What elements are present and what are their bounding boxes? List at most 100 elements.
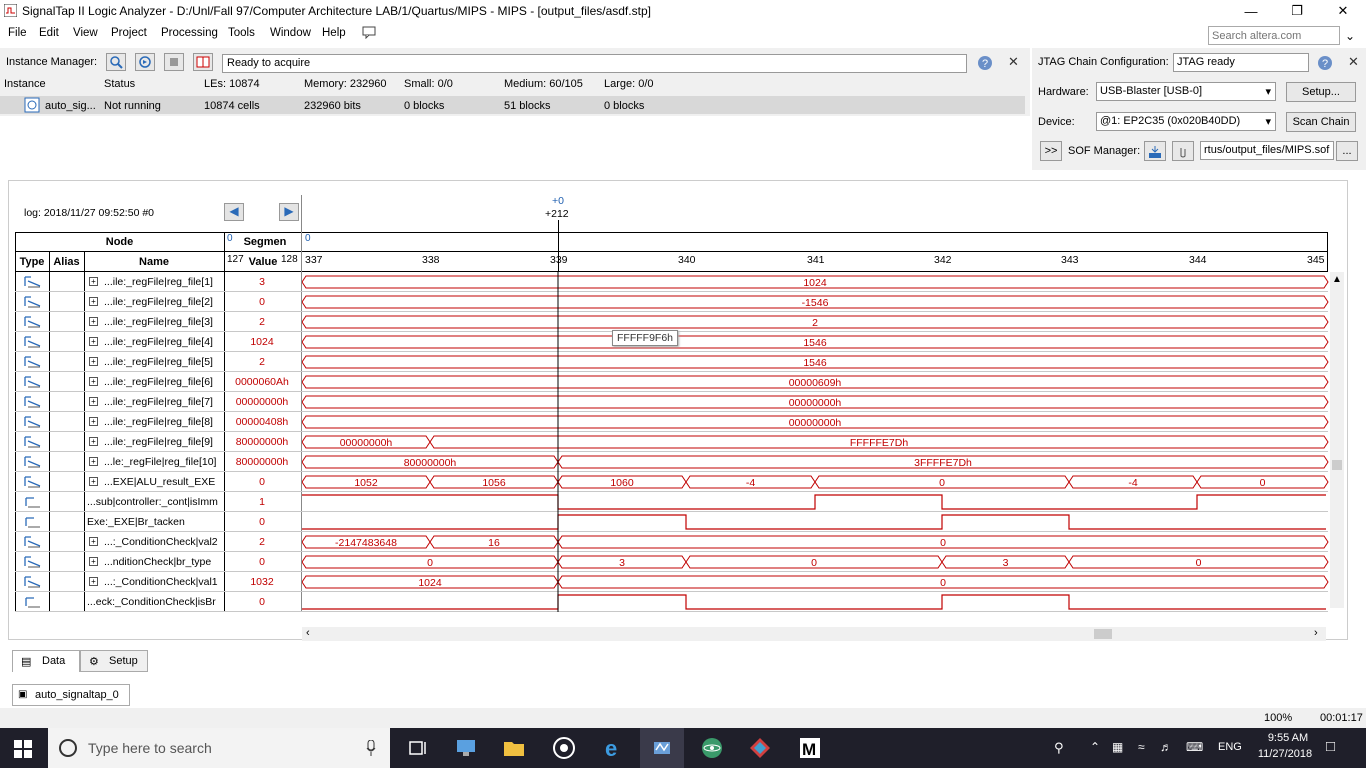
value-header[interactable]: Value <box>248 256 278 268</box>
instance-row[interactable] <box>0 96 1025 114</box>
horizontal-scroll-thumb[interactable] <box>1094 629 1112 639</box>
menu-project[interactable]: Project <box>111 27 147 39</box>
keyboard-icon[interactable]: ⌨ <box>1186 740 1204 754</box>
device-select[interactable]: @1: EP2C35 (0x020B40DD)▾ <box>1096 112 1276 131</box>
node-name[interactable]: ...ile:_regFile|reg_file[3] <box>104 316 213 328</box>
clock-time[interactable]: 9:55 AM <box>1267 732 1309 744</box>
expand-node-icon[interactable]: + <box>89 397 98 406</box>
minimize-button[interactable]: — <box>1244 3 1258 19</box>
node-name[interactable]: ...ile:_regFile|reg_file[8] <box>104 416 213 428</box>
digital-waveform[interactable] <box>302 594 1326 610</box>
bus-segment[interactable] <box>1196 475 1329 489</box>
expand-node-icon[interactable]: + <box>89 417 98 426</box>
file-explorer-icon[interactable] <box>502 736 526 760</box>
bus-segment[interactable] <box>302 355 1329 369</box>
vertical-scroll-thumb[interactable] <box>1332 460 1342 470</box>
col-instance[interactable]: Instance <box>4 78 46 90</box>
scroll-up-icon[interactable]: ▲ <box>1332 274 1342 285</box>
taskbar-search-box[interactable]: Type here to search <box>48 728 390 768</box>
expand-node-icon[interactable]: + <box>89 357 98 366</box>
scan-chain-button[interactable]: Scan Chain <box>1286 112 1356 132</box>
menu-tools[interactable]: Tools <box>228 27 255 39</box>
horizontal-scrollbar[interactable]: ‹ › <box>302 627 1326 641</box>
expand-node-icon[interactable]: + <box>89 377 98 386</box>
type-header[interactable]: Type <box>19 256 45 268</box>
node-name[interactable]: ...ile:_regFile|reg_file[9] <box>104 436 213 448</box>
menu-edit[interactable]: Edit <box>39 27 59 39</box>
read-data-button[interactable] <box>193 53 213 71</box>
next-log-button[interactable]: ▶ <box>279 203 299 221</box>
expand-node-icon[interactable]: + <box>89 337 98 346</box>
expand-node-icon[interactable]: + <box>89 317 98 326</box>
expand-node-icon[interactable]: + <box>89 477 98 486</box>
expand-node-icon[interactable]: + <box>89 297 98 306</box>
bus-segment[interactable] <box>557 455 1329 469</box>
edge-icon[interactable]: e <box>602 736 626 760</box>
alias-header[interactable]: Alias <box>53 256 80 268</box>
menu-file[interactable]: File <box>8 27 27 39</box>
node-name[interactable]: ...eck:_ConditionCheck|isBr <box>87 596 216 608</box>
waveform-canvas[interactable]: 1024-154621546154600000609h00000000h0000… <box>302 272 1330 612</box>
menu-view[interactable]: View <box>73 27 98 39</box>
instance-tab[interactable]: ▣ auto_signaltap_0 <box>12 684 130 706</box>
menu-help[interactable]: Help <box>322 27 346 39</box>
bus-segment[interactable] <box>302 315 1329 329</box>
node-name[interactable]: ...:_ConditionCheck|val1 <box>104 576 218 588</box>
battery-icon[interactable]: ▦ <box>1112 740 1124 754</box>
wifi-icon[interactable]: ≈ <box>1138 740 1145 754</box>
name-header[interactable]: Name <box>139 256 169 268</box>
atom-icon[interactable] <box>700 736 724 760</box>
node-name[interactable]: ...ile:_regFile|reg_file[6] <box>104 376 213 388</box>
menu-processing[interactable]: Processing <box>161 27 218 39</box>
jtag-help-icon[interactable]: ? <box>1316 54 1334 72</box>
node-name[interactable]: ...nditionCheck|br_type <box>104 556 212 568</box>
expand-node-icon[interactable]: + <box>89 277 98 286</box>
hardware-select[interactable]: USB-Blaster [USB-0]▾ <box>1096 82 1276 101</box>
help-icon[interactable]: ? <box>976 54 994 72</box>
help-chat-icon[interactable] <box>362 26 376 39</box>
node-name[interactable]: ...ile:_regFile|reg_file[1] <box>104 276 213 288</box>
menu-window[interactable]: Window <box>270 27 311 39</box>
prev-log-button[interactable]: ◀ <box>224 203 244 221</box>
microphone-icon[interactable] <box>366 740 376 756</box>
node-name[interactable]: ...EXE|ALU_result_EXE <box>104 476 216 488</box>
quartus-diamond-icon[interactable] <box>748 736 772 760</box>
stop-analysis-button[interactable] <box>164 53 184 71</box>
bus-segment[interactable] <box>557 535 1329 549</box>
col-status[interactable]: Status <box>104 78 136 90</box>
expand-node-icon[interactable]: + <box>89 437 98 446</box>
bus-segment[interactable] <box>302 375 1329 389</box>
tab-setup[interactable]: ⚙ Setup <box>80 650 148 672</box>
signaltap-taskbar-icon[interactable] <box>650 736 674 760</box>
expand-node-icon[interactable]: + <box>89 577 98 586</box>
chrome-icon[interactable] <box>552 736 576 760</box>
node-name[interactable]: ...ile:_regFile|reg_file[7] <box>104 396 213 408</box>
bus-segment[interactable] <box>302 275 1329 289</box>
scroll-left-icon[interactable]: ‹ <box>306 627 310 639</box>
program-device-button[interactable] <box>1144 141 1166 161</box>
bus-segment[interactable] <box>557 575 1329 589</box>
browse-sof-button[interactable]: ... <box>1336 141 1358 161</box>
scroll-right-icon[interactable]: › <box>1314 627 1318 639</box>
task-view-icon[interactable] <box>406 736 430 760</box>
node-name[interactable]: Exe:_EXE|Br_tacken <box>87 516 185 528</box>
bus-segment[interactable] <box>1068 555 1329 569</box>
col-medium[interactable]: Medium: 60/105 <box>504 78 583 90</box>
col-small[interactable]: Small: 0/0 <box>404 78 453 90</box>
expand-button[interactable]: >> <box>1040 141 1062 161</box>
clock-date[interactable]: 11/27/2018 <box>1257 748 1313 760</box>
attach-sof-button[interactable] <box>1172 141 1194 161</box>
bus-segment[interactable] <box>302 415 1329 429</box>
sof-path-field[interactable]: rtus/output_files/MIPS.sof <box>1200 141 1334 160</box>
bus-segment[interactable] <box>302 335 1329 349</box>
run-analysis-button[interactable] <box>135 53 155 71</box>
tab-data[interactable]: ▤ Data <box>12 650 80 672</box>
vertical-scrollbar[interactable]: ▲ <box>1330 272 1344 608</box>
windows-start-icon[interactable] <box>14 740 32 758</box>
computer-icon[interactable] <box>454 736 478 760</box>
close-jtag-icon[interactable]: ✕ <box>1348 54 1359 69</box>
close-instance-manager-icon[interactable]: ✕ <box>1008 54 1019 69</box>
expand-node-icon[interactable]: + <box>89 457 98 466</box>
modelsim-icon[interactable]: M <box>798 736 822 760</box>
notifications-icon[interactable]: □ <box>1326 738 1336 755</box>
